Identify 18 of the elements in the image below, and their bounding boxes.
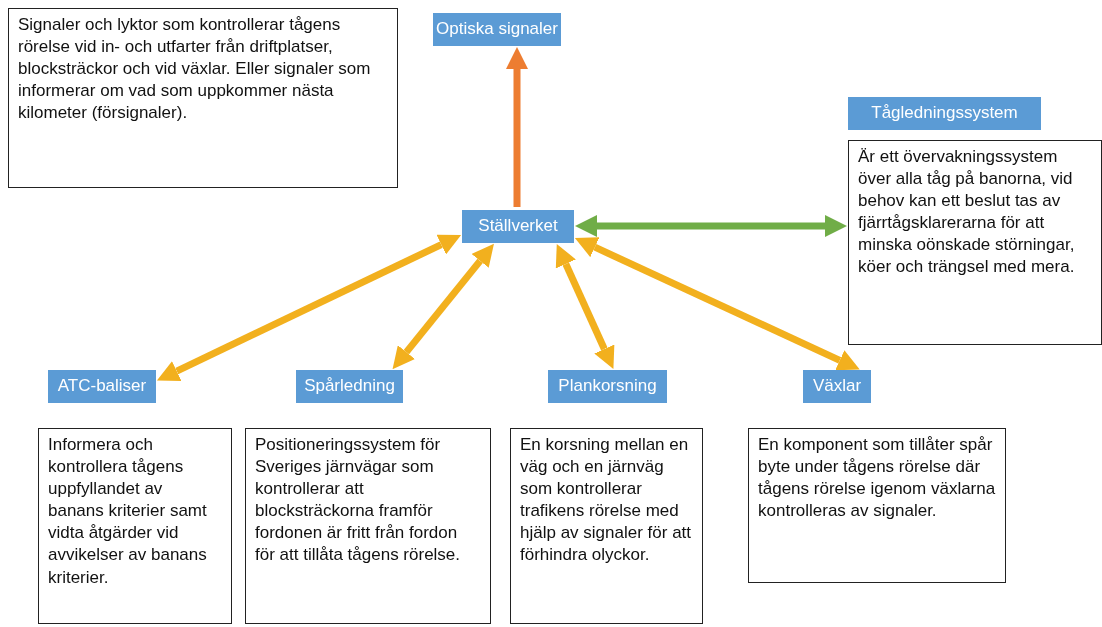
description-box: En komponent som tillåter spår byte under tågens rörelse där tågens rörelse igenom växlarna kontrolleras av signaler. [748,428,1006,583]
title-label-box: Plankorsning [548,370,667,403]
title-label-box: Optiska signaler [433,13,561,46]
description-box: Positioneringssystem för Sveriges järnvägar som kontrollerar att blocksträckorna framför fordonen är fritt från fordon för att tillåta tågens rörelse. [245,428,491,624]
description-box: Informera och kontrollera tågens uppfyllandet av banans kriterier samt vidta åtgärder vid avvikelser av banans kriterier. [38,428,232,624]
description-box: En korsning mellan en väg och en järnväg som kontrollerar trafikens rörelse med hjälp av signaler för att förhindra olyckor. [510,428,703,624]
double-arrow [156,234,462,382]
title-label-box: Tågledningssystem [848,97,1041,130]
title-label-box: Ställverket [462,210,574,243]
double-arrow [555,243,615,370]
title-label-box: Växlar [803,370,871,403]
double-arrow [574,237,860,371]
double-arrow [575,215,847,237]
description-box: Signaler och lyktor som kontrollerar tågens rörelse vid in- och utfarter från driftplatser, blocksträckor och vid växlar. Eller signaler som informerar om vad som uppkommer nästa kilometer (försignaler). [8,8,398,188]
title-label-box: Spårledning [296,370,403,403]
description-box: Är ett övervakningssystem över alla tåg på banorna, vid behov kan ett beslut tas av fjärrtågsklarerarna för att minska oönskade störningar, köer och trängsel med mera. [848,140,1102,345]
title-label-box: ATC-baliser [48,370,156,403]
double-arrow [392,243,494,370]
